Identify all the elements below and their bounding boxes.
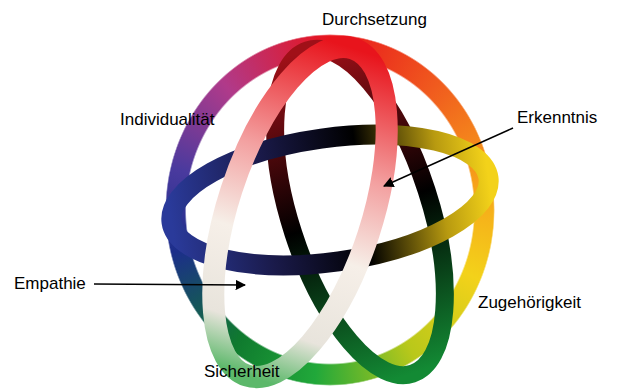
ring-label: Individualität bbox=[120, 110, 215, 130]
ring-label: Erkenntnis bbox=[517, 108, 597, 128]
leader-line bbox=[94, 284, 245, 285]
ring-label: Zugehörigkeit bbox=[478, 293, 581, 313]
ring-label: Empathie bbox=[14, 274, 86, 294]
front-ring bbox=[178, 26, 421, 392]
leader-line bbox=[384, 128, 513, 186]
ring-label: Sicherheit bbox=[204, 362, 280, 382]
ring-label: Durchsetzung bbox=[322, 10, 427, 30]
